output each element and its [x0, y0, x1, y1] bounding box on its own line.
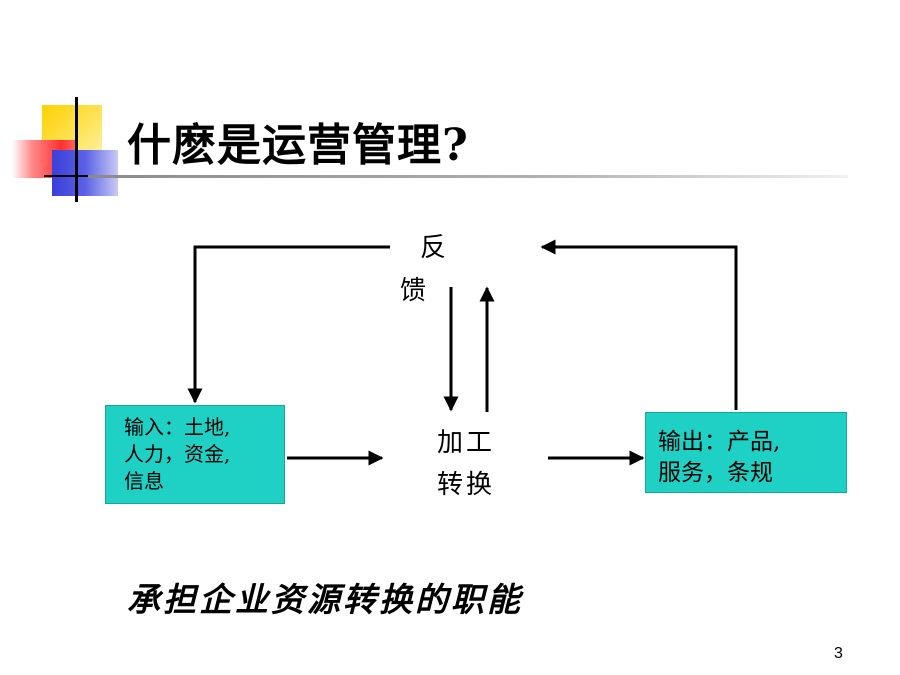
input-box: 输入：土地, 人力，资金, 信息 [105, 405, 285, 504]
logo-blue-square [52, 150, 118, 196]
output-box-line: 输出：产品, [658, 429, 781, 455]
input-box-line: 信息 [124, 469, 164, 493]
process-label: 加工 [437, 428, 496, 458]
input-box-line: 输入：土地, [124, 415, 231, 439]
feedback-arrow-from-output [540, 239, 738, 410]
output-box-line: 服务，条规 [658, 460, 773, 486]
feedback-arrow-to-input [187, 245, 390, 404]
logo-vertical-line [75, 97, 78, 202]
input-box-line: 人力，资金, [124, 442, 231, 466]
slide-title: 什麽是运营管理? [127, 120, 469, 171]
logo-horizontal-line [44, 175, 124, 177]
page-number: 3 [834, 645, 843, 662]
feedback-label: 馈 [400, 276, 427, 306]
title-underline [88, 175, 848, 178]
caption: 承担企业资源转换的职能 [127, 580, 523, 619]
feedback-label: 反 [420, 233, 447, 263]
process-label: 转换 [437, 470, 496, 500]
output-box: 输出：产品, 服务，条规 [645, 412, 847, 493]
